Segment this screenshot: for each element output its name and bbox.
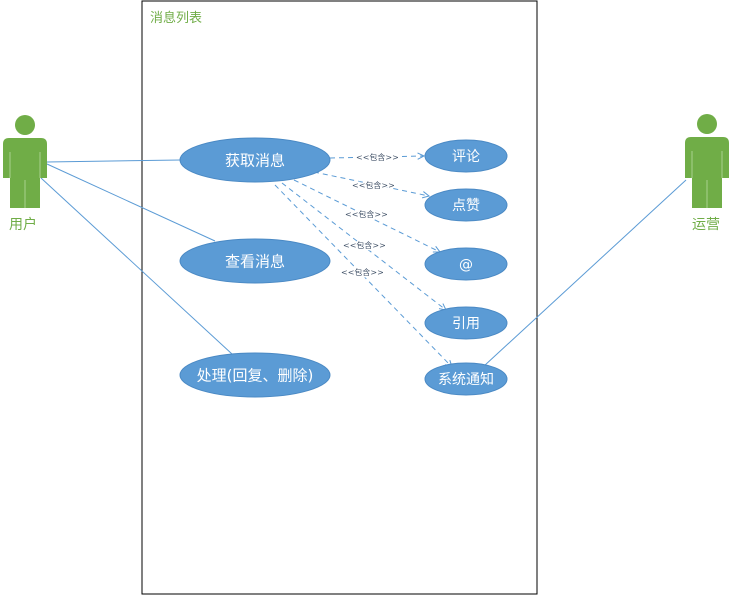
use-case-comment: 评论 (424, 139, 508, 173)
use-case-label: 处理(回复、删除) (197, 367, 314, 385)
use-case-ellipse (424, 362, 508, 396)
use-case-label: 评论 (452, 149, 480, 165)
actor-body-icon (3, 138, 47, 208)
system-title: 消息列表 (150, 10, 202, 26)
use-case-like: 点赞 (424, 188, 508, 222)
include-arrow-system-notice (274, 184, 452, 367)
assoc-user-handle-messages (40, 177, 233, 355)
actor-label: 运营 (692, 217, 720, 233)
use-case-ellipse (424, 139, 508, 173)
use-case-label: 引用 (452, 316, 480, 332)
use-case-handle-messages: 处理(回复、删除) (179, 352, 331, 398)
include-arrow-quote (281, 182, 446, 310)
assoc-user-view-messages (46, 163, 216, 242)
include-label-comment: <<包含>> (356, 152, 399, 162)
use-case-label: 获取消息 (225, 152, 285, 170)
use-case-get-messages: 获取消息 (179, 137, 331, 183)
actor-head-icon (15, 115, 35, 135)
system-boundary (141, 0, 538, 595)
use-case-system-notice: 系统通知 (424, 362, 508, 396)
use-case-ellipse (179, 352, 331, 398)
use-case-ellipse (424, 247, 508, 281)
use-case-label: @ (459, 257, 473, 273)
use-case-mention: @ (424, 247, 508, 281)
use-case-label: 查看消息 (225, 253, 285, 271)
use-case-label: 系统通知 (438, 371, 494, 388)
actor-operator: 运营 (685, 114, 729, 233)
include-label-quote: <<包含>> (343, 240, 386, 250)
actor-label: 用户 (9, 216, 37, 233)
include-arrow-comment (329, 156, 424, 158)
assoc-operator-system-notice (483, 179, 687, 367)
use-case-quote: 引用 (424, 306, 508, 340)
use-case-view-messages: 查看消息 (179, 238, 331, 284)
actor-body-icon (685, 137, 729, 208)
include-label-like: <<包含>> (352, 180, 395, 190)
use-case-ellipse (179, 137, 331, 183)
use-case-ellipse (179, 238, 331, 284)
include-arrow-like (313, 171, 429, 196)
actor-head-icon (697, 114, 717, 134)
use-case-ellipse (424, 306, 508, 340)
include-arrow-mention (293, 179, 440, 252)
assoc-user-get-messages (46, 159, 182, 163)
use-case-label: 点赞 (452, 198, 480, 214)
actor-user: 用户 (3, 115, 47, 233)
use-case-ellipse (424, 188, 508, 222)
include-label-mention: <<包含>> (345, 209, 388, 219)
include-label-system-notice: <<包含>> (341, 267, 384, 277)
